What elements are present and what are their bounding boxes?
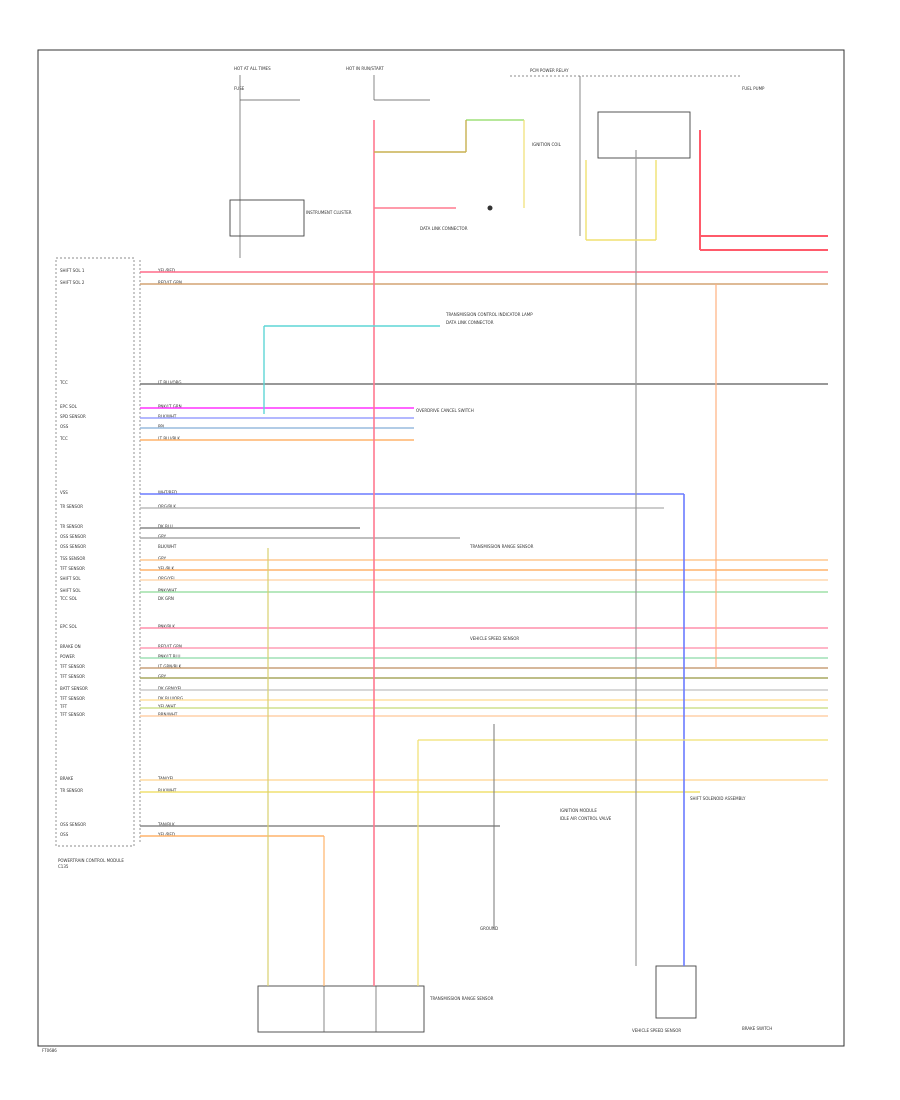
svg-text:DATA LINK CONNECTOR: DATA LINK CONNECTOR	[446, 320, 494, 325]
svg-text:BRAKE SWITCH: BRAKE SWITCH	[742, 1026, 772, 1031]
pcm-pin-label: SHIFT SOL	[60, 588, 81, 593]
wire-color-label: PPL	[158, 424, 166, 429]
wire-color-label: RED/LT GRN	[158, 644, 182, 649]
wire-color-label: LT BLU/ORG	[158, 380, 181, 385]
pcm-label: POWERTRAIN CONTROL MODULE	[58, 858, 124, 863]
wire-color-label: LT GRN/BLK	[158, 664, 182, 669]
svg-text:IGNITION MODULE: IGNITION MODULE	[560, 808, 597, 813]
wire-color-label: DK BLU	[158, 524, 173, 529]
pcm-pin-label: POWER	[60, 654, 75, 659]
bottom-components: TRANSMISSION RANGE SENSOR VEHICLE SPEED …	[257, 796, 772, 1033]
pcm-pin-label: OSS	[60, 832, 69, 837]
pcm-pin-label: OSS SENSOR	[60, 534, 86, 539]
wire-color-label: PNK/LT BLU	[158, 654, 181, 659]
pcm-pin-label: TR SENSOR	[59, 504, 83, 509]
wire-color-label: PNK/LT GRN	[158, 404, 182, 409]
pcm-pin-label: EPC SOL	[60, 624, 78, 629]
svg-text:OVERDRIVE CANCEL SWITCH: OVERDRIVE CANCEL SWITCH	[416, 408, 474, 413]
pcm-pin-label: TCC	[59, 380, 68, 385]
wire-color-label: BLK/WHT	[158, 414, 177, 419]
pcm-pin-labels: SHIFT SOL 1 SHIFT SOL 2 TCC EPC SOL SPD SENS…	[59, 268, 88, 837]
svg-text:PCM POWER RELAY: PCM POWER RELAY	[530, 68, 569, 73]
pcm-pin-label: BRAKE	[60, 776, 74, 781]
svg-text:GROUND: GROUND	[480, 926, 498, 931]
wire-color-label: PNK/WHT	[158, 588, 177, 593]
svg-text:IGNITION COIL: IGNITION COIL	[532, 142, 562, 147]
pcm-pin-label: TFT SENSOR	[59, 566, 85, 571]
svg-text:INSTRUMENT CLUSTER: INSTRUMENT CLUSTER	[306, 210, 352, 215]
wire-color-label: WHT/RED	[158, 490, 177, 495]
wire-color-label: TAN/YEL	[157, 776, 175, 781]
wire-color-label: DK GRN	[158, 596, 174, 601]
pcm-pin-numbers: YEL/RED RED/LT GRN LT BLU/ORG PNK/LT GRN BLK…	[157, 268, 183, 837]
pcm-block	[55, 257, 135, 847]
wire-color-label: PNK/BLK	[158, 624, 175, 629]
wire-color-label: LT BLU/BLK	[158, 436, 180, 441]
colored-wires	[140, 119, 828, 986]
pcm-code: C135	[58, 864, 69, 869]
pcm-pin-label: TR SENSOR	[59, 788, 83, 793]
wire-color-label: ORG/BLK	[158, 504, 176, 509]
pcm-pin-label: OSS SENSOR	[60, 822, 86, 827]
wire-color-label: DK GRN/YEL	[158, 686, 183, 691]
diagram-frame	[37, 49, 845, 1047]
pcm-pin-label: TFT	[59, 704, 68, 709]
pcm-pin-label: SPD SENSOR	[60, 414, 86, 419]
wire-color-label: GRY	[158, 674, 167, 679]
pcm-pin-label: OSS	[60, 424, 69, 429]
pcm-pin-label: TSS SENSOR	[59, 556, 86, 561]
top-fuse-area: HOT AT ALL TIMES HOT IN RUN/START FUSE I…	[229, 66, 493, 258]
pcm-pin-label: SHIFT SOL	[60, 576, 81, 581]
relay-area: PCM POWER RELAY FUEL PUMP IGNITION COIL	[510, 68, 765, 236]
pcm-pin-label: TFT SENSOR	[59, 696, 85, 701]
svg-text:VEHICLE SPEED SENSOR: VEHICLE SPEED SENSOR	[470, 636, 519, 641]
svg-text:SHIFT SOLENOID ASSEMBLY: SHIFT SOLENOID ASSEMBLY	[690, 796, 746, 801]
legend-notes: TRANSMISSION CONTROL INDICATOR LAMP DATA…	[416, 312, 597, 813]
pcm-pin-label: SHIFT SOL 2	[60, 280, 85, 285]
wire-color-label: BLK/WHT	[158, 544, 177, 549]
pcm-pin-label: SHIFT SOL 1	[60, 268, 85, 273]
cluster-box	[229, 199, 305, 237]
wire-color-label: RED/LT GRN	[158, 280, 182, 285]
pcm-pin-label: TCC	[59, 436, 68, 441]
wire-color-label: BLK/WHT	[158, 788, 177, 793]
svg-text:TRANSMISSION RANGE SENSOR: TRANSMISSION RANGE SENSOR	[469, 544, 534, 549]
svg-text:FUEL PUMP: FUEL PUMP	[742, 86, 765, 91]
wire-color-label: YEL/BLK	[157, 566, 175, 571]
pcm-pin-label: TR SENSOR	[59, 524, 83, 529]
pcm-pin-label: BATT SENSOR	[60, 686, 88, 691]
svg-text:HOT IN RUN/START: HOT IN RUN/START	[346, 66, 384, 71]
svg-text:VEHICLE SPEED SENSOR: VEHICLE SPEED SENSOR	[632, 1028, 681, 1033]
pcm-pin-label: TFT SENSOR	[59, 712, 85, 717]
speed-sensor-box	[655, 965, 697, 1019]
pcm-pin-label: OSS SENSOR	[60, 544, 86, 549]
wire-color-label: YEL/WHT	[157, 704, 177, 709]
wire-color-label: DK BLU/ORG	[158, 696, 183, 701]
svg-text:FUSE: FUSE	[234, 86, 245, 91]
pcm-pin-label: BRAKE ON	[60, 644, 81, 649]
tr-sensor-box	[257, 985, 425, 1033]
svg-text:IDLE AIR CONTROL VALVE: IDLE AIR CONTROL VALVE	[560, 816, 612, 821]
svg-text:DATA LINK CONNECTOR: DATA LINK CONNECTOR	[420, 226, 468, 231]
svg-text:HOT AT ALL TIMES: HOT AT ALL TIMES	[234, 66, 271, 71]
wire-color-label: GRY	[158, 556, 167, 561]
wire-color-label: BRN/WHT	[158, 712, 178, 717]
wire-color-label: TAN/BLK	[157, 822, 175, 827]
footer-code: FT0686	[42, 1048, 57, 1053]
svg-text:TRANSMISSION RANGE SENSOR: TRANSMISSION RANGE SENSOR	[429, 996, 494, 1001]
svg-text:TRANSMISSION CONTROL INDICATOR: TRANSMISSION CONTROL INDICATOR LAMP	[445, 312, 533, 317]
pcm-pin-label: EPC SOL	[60, 404, 78, 409]
wire-color-label: ORG/YEL	[158, 576, 176, 581]
pcm-pin-label: TCC SOL	[59, 596, 78, 601]
wire-color-label: GRY	[158, 534, 167, 539]
wire-color-label: YEL/RED	[157, 832, 175, 837]
pcm-pin-label: TFT SENSOR	[59, 664, 85, 669]
wire-color-label: YEL/RED	[157, 268, 175, 273]
pcm-pin-label: TFT SENSOR	[59, 674, 85, 679]
pcm-pin-label: VSS	[60, 490, 68, 495]
